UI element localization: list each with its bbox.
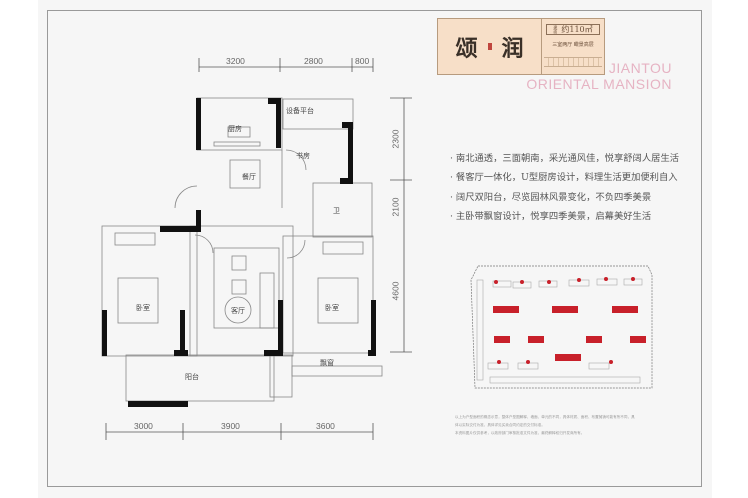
dimension-label: 2800	[304, 56, 323, 66]
seal-icon	[487, 43, 492, 50]
dimension-lines	[105, 58, 412, 440]
feature-item: · 餐客厅一体化，U型厨房设计，料理生活更加便利自入	[450, 172, 678, 184]
area-label: 建面	[553, 24, 558, 34]
room-label-bedroom: 卧室	[325, 304, 339, 312]
area-value: 约110㎡	[561, 25, 593, 34]
english-brand-line2: ORIENTAL MANSION	[526, 76, 672, 92]
disclaimer: 以上为户型面积的概念示意，整体户型图解释、墙面、单元的不同，具体材质、面积、布置…	[455, 413, 670, 437]
project-name-char: 颂	[455, 35, 478, 62]
project-name-char: 润	[501, 35, 524, 62]
project-title-box: 颂 润 建面 约110㎡ 三室两厅 瞰景高层	[437, 18, 605, 75]
room-label-bay-window: 飘窗	[320, 359, 334, 367]
feature-item: · 南北通透，三面朝南，采光通风佳，悦享舒阔人居生活	[450, 153, 680, 164]
unit-subtitle: 三室两厅 瞰景高层	[552, 42, 594, 48]
dimension-label: 800	[355, 56, 370, 66]
feature-list: · 南北通透，三面朝南，采光通风佳，悦享舒阔人居生活 · 餐客厅一体化，U型厨房…	[450, 149, 679, 226]
dimension-label: 3900	[221, 421, 240, 431]
unit-info: 建面 约110㎡ 三室两厅 瞰景高层	[542, 19, 604, 74]
room-label-living: 客厅	[231, 307, 245, 315]
disclaimer-line: 体以实际交付为准，具体详见买卖合同约定的交付标准。	[455, 423, 545, 427]
brochure-sheet	[38, 0, 712, 498]
decorative-pattern	[544, 57, 602, 67]
page-frame	[47, 10, 702, 487]
room-label-bedroom: 卧室	[136, 304, 150, 312]
disclaimer-line: 以上为户型面积的概念示意，整体户型图解释、墙面、单元的不同，具体材质、面积、布置…	[455, 415, 635, 419]
dimension-label: 3200	[226, 56, 245, 66]
feature-item: · 主卧带飘窗设计，悦享四季美景，启幕美好生活	[450, 210, 652, 222]
feature-item: · 阔尺双阳台，尽览园林风景变化，不负四季美景	[450, 191, 652, 203]
area-badge: 建面 约110㎡	[546, 24, 600, 35]
dimension-label: 3000	[134, 421, 153, 431]
room-label-kitchen: 厨房	[228, 125, 242, 133]
highlighted-buildings	[493, 277, 646, 364]
room-label-bathroom: 卫	[333, 207, 340, 215]
english-brand-line1: JIANTOU	[608, 60, 672, 76]
project-name: 颂 润	[438, 19, 542, 74]
thin-walls	[101, 97, 383, 402]
room-label-dining: 餐厅	[242, 173, 256, 181]
dimension-label: 3600	[316, 421, 335, 431]
room-label-equipment-platform: 设备平台	[286, 107, 314, 115]
room-label-balcony: 阳台	[185, 373, 199, 381]
room-label-study: 书房	[296, 152, 310, 160]
structural-walls	[102, 98, 376, 407]
disclaimer-line: 本资料图片仅供参考，以政府部门审核批准文件为准，最终解释权归开发商所有。	[455, 431, 585, 435]
